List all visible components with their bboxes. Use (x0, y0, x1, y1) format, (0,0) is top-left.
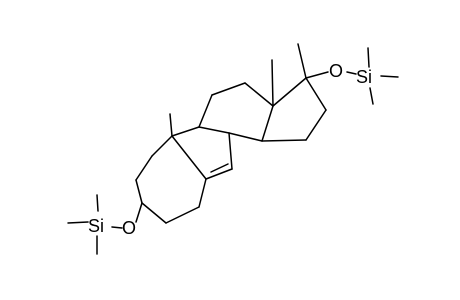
bond-lines (67, 43, 399, 255)
silicon-label-right: Si (356, 67, 372, 87)
bond (141, 202, 167, 224)
bond (111, 226, 123, 229)
bond (135, 202, 143, 223)
bond (198, 178, 207, 208)
silicon-label-left: Si (88, 216, 104, 236)
bond (272, 77, 307, 107)
oxygen-label-right: O (329, 61, 343, 81)
bond (380, 75, 399, 78)
bond (198, 94, 213, 128)
bond (171, 135, 207, 180)
bond (261, 105, 274, 142)
methyl-bond (271, 59, 274, 107)
bond (346, 71, 357, 75)
bond (135, 179, 143, 204)
bond (305, 71, 329, 79)
bond (205, 168, 233, 180)
bond (165, 206, 200, 224)
bond (171, 126, 200, 137)
bond (211, 82, 246, 96)
bond (244, 82, 274, 107)
bond (96, 194, 99, 212)
atom-labels: O Si O Si (88, 61, 372, 238)
oxygen-label-left: O (122, 218, 136, 238)
methyl-bond (297, 43, 307, 79)
bond (369, 87, 374, 105)
bond (67, 221, 89, 224)
bond (228, 132, 233, 170)
bond (135, 155, 153, 181)
double-bond-inner (210, 163, 229, 173)
bond (151, 135, 173, 157)
methyl-bond (169, 113, 173, 137)
bond (228, 132, 263, 142)
bond (305, 77, 327, 111)
bond (198, 126, 230, 134)
bond (305, 109, 327, 141)
bond (261, 139, 307, 142)
bond (367, 47, 370, 68)
